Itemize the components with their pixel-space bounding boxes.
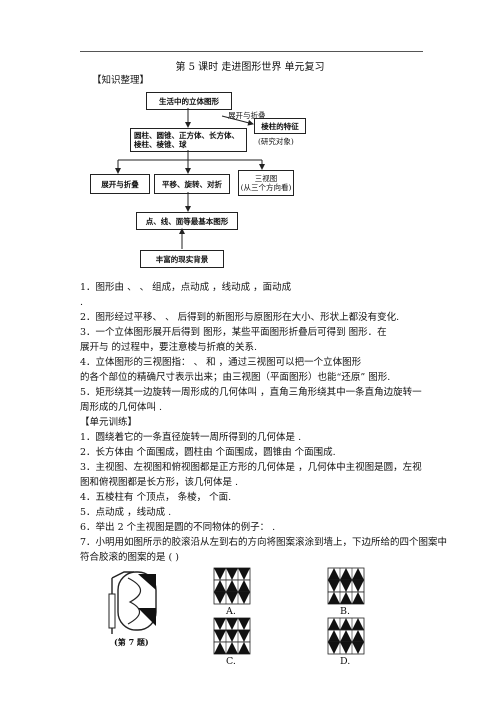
training-q7-line1: 7．小明用如图所示的胶滚沿从左到右的方向将图案滚涂到墙上，下边所给的四个图案中 [80, 537, 448, 548]
training-q1: 1．圆绕着它的一条直径旋转一周所得到的几何体是 . [80, 432, 302, 443]
training-q3-line1: 3．主视图、左视图和俯视图都是正方形的几何体是 ，几何体中主视图是圆，左视 [80, 462, 422, 473]
flow-box-top: 生活中的立体图形 [146, 92, 232, 110]
training-q6: 6．举出 2 个主视图是圆的不同物体的例子： . [80, 522, 276, 533]
flow-box-middle: 平移、旋转、对折 [154, 174, 230, 194]
right-line-2: (从三个方向看) [240, 183, 292, 192]
arrow-to-prism [221, 115, 254, 126]
knowledge-q5-line2: 周形成的几何体叫 . [80, 402, 163, 413]
option-d-pattern [327, 617, 365, 655]
section-heading-training: 【单元训练】 [80, 417, 138, 428]
knowledge-q3-line1: 3．一个立体图形展开后得到 图形，某些平面图形折叠后可得到 图形．在 [80, 327, 387, 338]
figure-caption: (第 7 题) [114, 637, 149, 647]
option-c-pattern [213, 617, 251, 655]
training-q2: 2．长方体由 个面围成，圆柱由 个面围成，圆锥由 个面围成. [80, 447, 336, 458]
option-a-label: A. [226, 606, 236, 617]
flow-box-solids: 圆柱、圆锥、正方体、长方体、 棱柱、棱锥、球 [130, 128, 247, 152]
knowledge-q1-line1: 1．图形由 、 、 组成，点动成 ，线动成 ，面动成 [80, 282, 292, 293]
option-c-label: C. [226, 656, 236, 667]
training-q3-line2: 图和俯视图都是长方形，该几何体是 . [80, 477, 239, 488]
flow-box-right: 三视图 (从三个方向看) [238, 170, 294, 196]
flowchart-arrows [115, 108, 265, 249]
flow-label-unfold: 展开与折叠 [228, 111, 266, 120]
flow-box-left: 展开与折叠 [90, 174, 150, 194]
training-q7-line2: 符合胶滚的图案的是 ( ) [80, 552, 179, 563]
training-q4: 4．五棱柱有 个顶点， 条棱， 个面. [80, 492, 232, 503]
right-line-1: 三视图 [254, 174, 278, 183]
solids-line-1: 圆柱、圆锥、正方体、长方体、 [134, 131, 239, 140]
knowledge-q1-line2: . [80, 297, 84, 308]
option-a-pattern [213, 567, 251, 605]
knowledge-q5-line1: 5．矩形绕其一边旋转一周形成的几何体叫 ，直角三角形绕其中一条直角边旋转一 [80, 387, 422, 398]
solids-line-2: 棱柱、棱锥、球 [134, 140, 187, 149]
section-heading-knowledge: 【知识整理】 [92, 75, 150, 86]
page-title: 第 5 课时 走进图形世界 单元复习 [175, 62, 325, 73]
flow-label-research: (研究对象) [258, 137, 294, 146]
flow-box-basic: 点、线、面等最基本图形 [136, 212, 238, 230]
option-d-label: D. [340, 656, 351, 667]
option-b-pattern [327, 567, 365, 605]
knowledge-q4-line1: 4．立体图形的三视图指： 、 和 ，通过三视图可以把一个立体图形 [80, 357, 362, 368]
flow-box-prism: 棱柱的特征 [254, 118, 306, 134]
top-rule [80, 51, 423, 52]
paint-roller-drawing [108, 571, 157, 634]
training-q5: 5．点动成 ，线动成 . [80, 507, 172, 518]
knowledge-q2: 2．图形经过平移、 、 后得到的新图形与原图形在大小、形状上都没有变化. [80, 312, 400, 323]
knowledge-q4-line2: 的各个部位的精确尺寸表示出来；由三视图（平面图形）也能“还原” 图形. [80, 372, 391, 383]
option-b-label: B. [340, 606, 351, 617]
knowledge-q3-line2: 展开与 的过程中，要注意棱与折痕的关系. [80, 342, 258, 353]
flow-box-bottom: 丰富的现实背景 [140, 250, 224, 268]
